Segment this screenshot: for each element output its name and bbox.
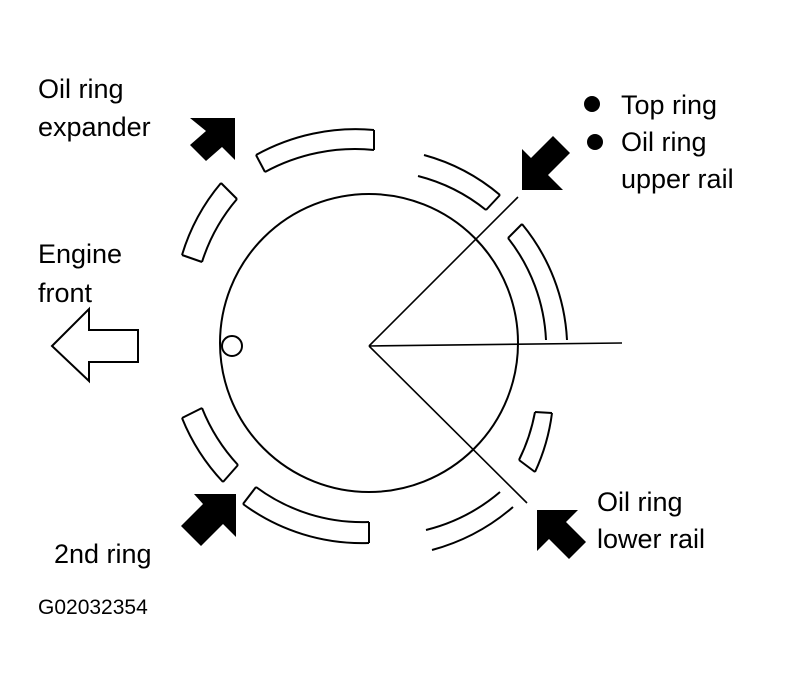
horizontal-reference-line — [368, 342, 623, 347]
oil-ring-lower-rail-label-line2: lower rail — [597, 524, 705, 554]
engine-front-label-line1: Engine — [38, 239, 122, 269]
figure-code: G02032354 — [38, 596, 148, 619]
oil-ring-lower-rail-label-line1: Oil ring — [597, 487, 683, 517]
lower-rail-line — [368, 345, 528, 504]
top-ring-label: Top ring — [621, 90, 717, 120]
oil-ring-upper-rail-label-line2: upper rail — [621, 164, 734, 194]
upper-rail-line — [368, 196, 519, 347]
oil-ring-expander-label-line2: expander — [38, 112, 151, 142]
piston-circle — [219, 193, 519, 493]
second-ring-pointer-arrow-icon — [181, 494, 236, 546]
top-ring-bullet-icon — [584, 96, 600, 112]
second-ring-label: 2nd ring — [54, 539, 152, 569]
engine-front-label-line2: front — [38, 278, 93, 308]
upper-rail-bullet-icon — [587, 134, 603, 150]
oil-ring-expander-label-line1: Oil ring — [38, 74, 124, 104]
engine-front-arrow-icon — [50, 306, 139, 384]
oil-ring-upper-rail-label-line1: Oil ring — [621, 127, 707, 157]
expander-pointer-arrow-icon — [190, 118, 235, 161]
ring-segments — [181, 128, 568, 551]
upper-rail-pointer-arrow-icon — [522, 136, 570, 190]
lower-rail-pointer-arrow-icon — [537, 510, 586, 559]
piston-pin-marker — [221, 335, 243, 357]
